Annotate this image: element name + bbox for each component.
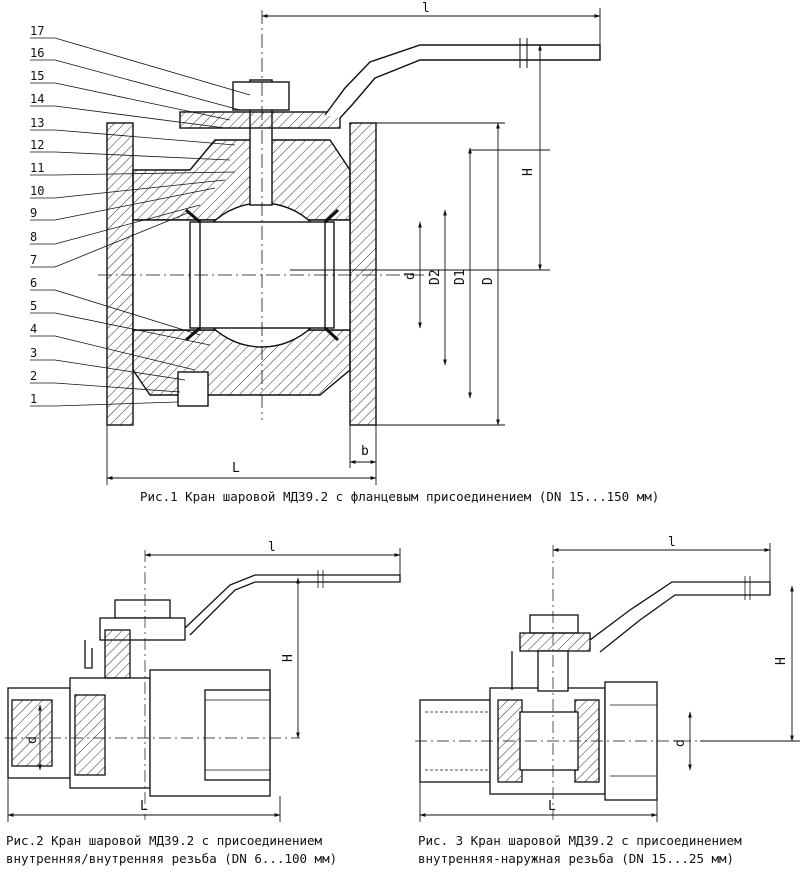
figure-2-dimensions (7, 548, 401, 822)
figure-3-caption-line-2: внутренняя-наружная резьба (DN 15...25 м… (418, 851, 735, 866)
dim-L-fig2: L (140, 799, 148, 814)
stem-nut-fig3 (529, 614, 579, 634)
callout-17: 17 (30, 24, 44, 38)
callout-11: 11 (30, 161, 44, 175)
figure-2-caption-line-1: Рис.2 Кран шаровой МД39.2 с присоединени… (6, 833, 323, 848)
dim-d-fig1: d (403, 272, 418, 280)
figure-1-dimension-labels: l H D D1 D2 d b L (232, 1, 536, 476)
handle-lever-fig3 (511, 581, 771, 690)
callout-14: 14 (30, 92, 44, 106)
callout-6: 6 (30, 276, 37, 290)
dim-H-fig3: H (774, 657, 789, 665)
callout-leaders (30, 37, 251, 407)
handle-lever (324, 44, 601, 119)
callout-9: 9 (30, 206, 37, 220)
figure-3-dimensions (419, 543, 800, 822)
callout-16: 16 (30, 46, 44, 60)
callout-5: 5 (30, 299, 37, 313)
stem (249, 79, 273, 206)
bottom-bolt (177, 371, 209, 407)
stem-nut-fig2 (114, 599, 171, 619)
figure-3-caption: Рис. 3 Кран шаровой МД39.2 с присоединен… (418, 832, 742, 868)
dim-L-fig3: L (548, 799, 556, 814)
callout-13: 13 (30, 116, 44, 130)
callout-10: 10 (30, 184, 44, 198)
dim-l-fig3: l (668, 535, 676, 550)
figure-2-caption: Рис.2 Кран шаровой МД39.2 с присоединени… (6, 832, 337, 868)
figure-3-caption-line-1: Рис. 3 Кран шаровой МД39.2 с присоединен… (418, 833, 742, 848)
figure-1-flanged-valve (98, 10, 601, 426)
callout-3: 3 (30, 346, 37, 360)
dim-d-fig2: d (25, 736, 40, 744)
callout-4: 4 (30, 322, 37, 336)
stem-nut (232, 81, 290, 111)
dim-d-fig3: d (673, 739, 688, 747)
figure-2-threaded-valve (5, 550, 401, 820)
callout-7: 7 (30, 253, 37, 267)
figure-2-caption-line-2: внутренняя/внутренняя резьба (DN 6...100… (6, 851, 338, 866)
figure-1-dimensions (106, 8, 601, 485)
dim-D-fig1: D (481, 277, 496, 285)
dim-l-fig1: l (422, 1, 430, 16)
figure-3-threaded-valve (415, 545, 771, 820)
handle-base (179, 111, 341, 129)
callout-numbers: 17 16 15 14 13 12 11 10 9 8 7 6 5 4 3 2 … (30, 24, 44, 406)
figure-1-caption: Рис.1 Кран шаровой МД39.2 с фланцевым пр… (140, 489, 660, 504)
dim-D1-fig1: D1 (453, 269, 468, 285)
dim-H-fig1: H (521, 168, 536, 176)
figure-2-dimension-labels: l H d L (25, 540, 296, 814)
dim-b-fig1: b (361, 444, 369, 459)
callout-2: 2 (30, 369, 37, 383)
dim-H-fig2: H (281, 654, 296, 662)
dim-D2-fig1: D2 (428, 269, 443, 285)
dim-L-fig1: L (232, 461, 240, 476)
callout-15: 15 (30, 69, 44, 83)
right-flange (349, 122, 377, 426)
callout-12: 12 (30, 138, 44, 152)
callout-8: 8 (30, 230, 37, 244)
figure-3-dimension-labels: l H d L (548, 535, 789, 814)
dim-l-fig2: l (268, 540, 276, 555)
callout-1: 1 (30, 392, 37, 406)
left-flange (106, 122, 134, 426)
